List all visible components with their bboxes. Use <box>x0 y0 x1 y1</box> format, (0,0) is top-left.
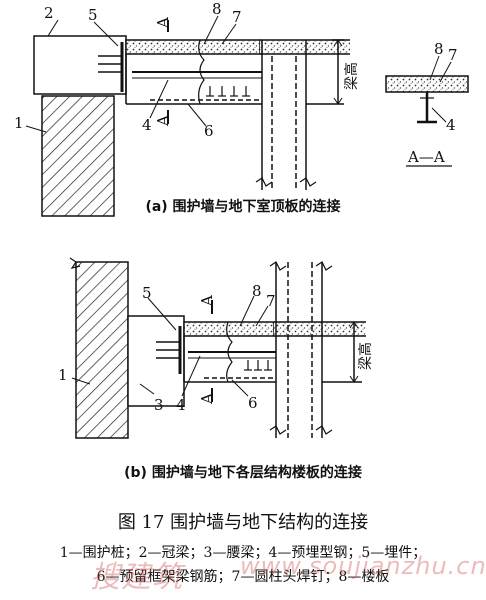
retaining-pile-b <box>75 261 129 439</box>
section-aa <box>385 55 469 167</box>
watermark-left: 搜建筑 <box>90 560 183 595</box>
label-steel-a: 4 <box>142 116 152 134</box>
label-studs-aa: 7 <box>448 46 458 64</box>
diagram-b <box>69 257 366 439</box>
label-section-b-bottom: A <box>198 393 216 405</box>
label-steel-b: 4 <box>176 396 186 414</box>
label-slab-aa: 8 <box>434 40 444 58</box>
retaining-pile-a <box>41 95 115 217</box>
labels-a: 2 5 8 7 1 4 6 A A 梁高 <box>14 0 360 140</box>
labels-b: 5 8 7 1 3 4 6 A A 梁高 <box>58 282 374 414</box>
label-studs-b: 7 <box>266 292 276 310</box>
label-rebar-b: 6 <box>248 394 258 412</box>
crown-beam-a <box>33 35 127 95</box>
label-pile-a: 1 <box>14 114 24 132</box>
labels-section-aa: 8 7 4 A—A <box>407 40 458 166</box>
section-aa-title: A—A <box>407 148 445 166</box>
legend-line-2: 6—预留框架梁钢筋；7—圆柱头焊钉；8—楼板 <box>96 569 390 585</box>
label-beam-height-b: 梁高 <box>357 342 374 370</box>
label-embedded-part-a: 5 <box>88 6 98 24</box>
label-studs-a: 7 <box>232 8 242 26</box>
label-rebar-a: 6 <box>204 122 214 140</box>
label-beam-height-a: 梁高 <box>343 62 360 90</box>
floor-slab-b <box>183 321 275 337</box>
label-waist-beam-b: 3 <box>154 396 164 414</box>
caption-b: (b) 围护墙与地下各层结构楼板的连接 <box>124 465 362 481</box>
label-section-b-top: A <box>198 295 216 307</box>
figure-title: 图 17 围护墙与地下结构的连接 <box>117 512 369 533</box>
label-slab-b: 8 <box>252 282 262 300</box>
diagram-a <box>25 15 350 217</box>
label-pile-b: 1 <box>58 366 68 384</box>
caption-a: (a) 围护墙与地下室顶板的连接 <box>145 199 341 215</box>
label-crown-beam-a: 2 <box>44 4 54 22</box>
label-embedded-part-b: 5 <box>142 284 152 302</box>
floor-slab-a <box>125 39 261 55</box>
label-section-a-bottom: A <box>154 115 172 127</box>
waist-beam-b <box>127 315 185 407</box>
legend-line-1: 1—围护桩；2—冠梁；3—腰梁；4—预埋型钢；5—埋件； <box>59 545 427 561</box>
label-section-a-top: A <box>154 17 172 29</box>
label-steel-aa: 4 <box>446 116 456 134</box>
label-slab-a: 8 <box>212 0 222 18</box>
watermark-right: www.soujianzhu.cn <box>240 552 486 580</box>
